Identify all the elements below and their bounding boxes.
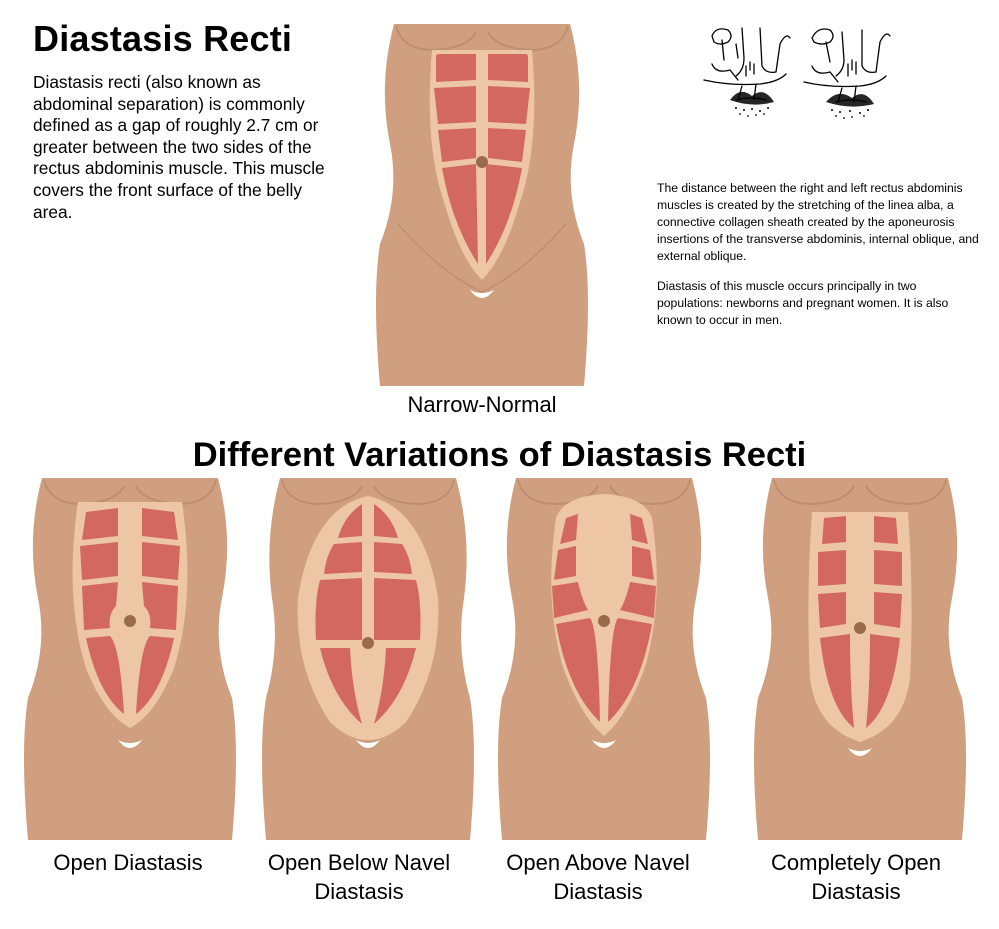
caption-line-1: Completely Open [771,850,941,875]
narrow-normal-figure [376,24,588,386]
groin [470,290,494,298]
open-below-navel-figure [262,478,474,840]
caption-open-diastasis: Open Diastasis [18,848,238,877]
caption-line-2: Diastasis [811,879,901,904]
page-title: Diastasis Recti [33,18,293,59]
side-notes: The distance between the right and left … [657,180,982,342]
navel [476,156,488,168]
caption-narrow-normal: Narrow-Normal [407,392,557,417]
open-diastasis-figure [24,478,236,840]
variations-title: Different Variations of Diastasis Recti [192,436,807,474]
caption-open-below-navel: Open Below Navel Diastasis [248,848,470,906]
caption-line-2: Diastasis [553,879,643,904]
caption-line-2: Diastasis [314,879,404,904]
side-note-paragraph-2: Diastasis of this muscle occurs principa… [657,279,949,327]
caption-open-above-navel: Open Above Navel Diastasis [487,848,709,906]
caption-line-1: Open Below Navel [267,850,451,875]
caption-line-1: Open Above Navel [506,850,690,875]
caption-completely-open: Completely Open Diastasis [745,848,967,906]
side-note-paragraph-1: The distance between the right and left … [657,181,979,263]
rectus-muscle [434,54,530,264]
hip-shadow [397,223,567,293]
caption-line-1: Open Diastasis [53,850,203,875]
completely-open-figure [754,478,966,840]
intro-paragraph: Diastasis recti (also known as abdominal… [33,72,325,222]
open-above-navel-figure [498,478,710,840]
